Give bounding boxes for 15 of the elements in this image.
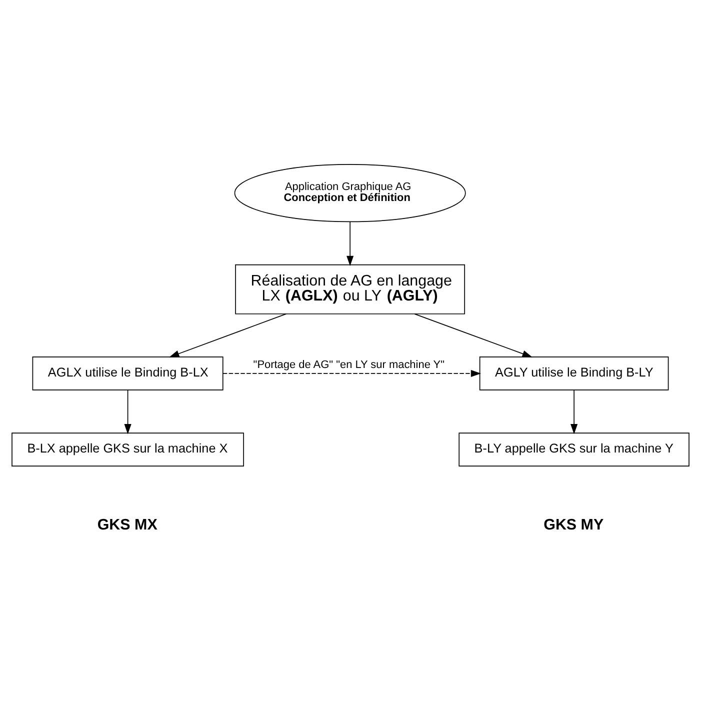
node-label: GKS MX: [97, 516, 158, 534]
edge-label: "Portage de AG" "en LY sur machine Y": [253, 358, 444, 370]
node-ellipse: Application Graphique AG Conception et Définition: [234, 164, 466, 222]
arrow: [169, 313, 286, 357]
node-label: GKS MY: [544, 516, 604, 534]
node-box: B-LY appelle GKS sur la machine Y: [458, 432, 690, 466]
arrow: [346, 220, 354, 266]
node-box: B-LX appelle GKS sur la machine X: [12, 432, 244, 466]
node-box: AGLX utilise le Binding B-LX: [32, 356, 224, 390]
node-box: AGLY utilise le Binding B-LY: [479, 356, 669, 390]
arrow: [124, 389, 132, 434]
arrow: [570, 389, 578, 434]
node-box: Réalisation de AG en langage LX (AGLX) ou LY (AGLY): [235, 264, 466, 314]
arrow: [414, 313, 532, 357]
arrow: [222, 369, 482, 377]
